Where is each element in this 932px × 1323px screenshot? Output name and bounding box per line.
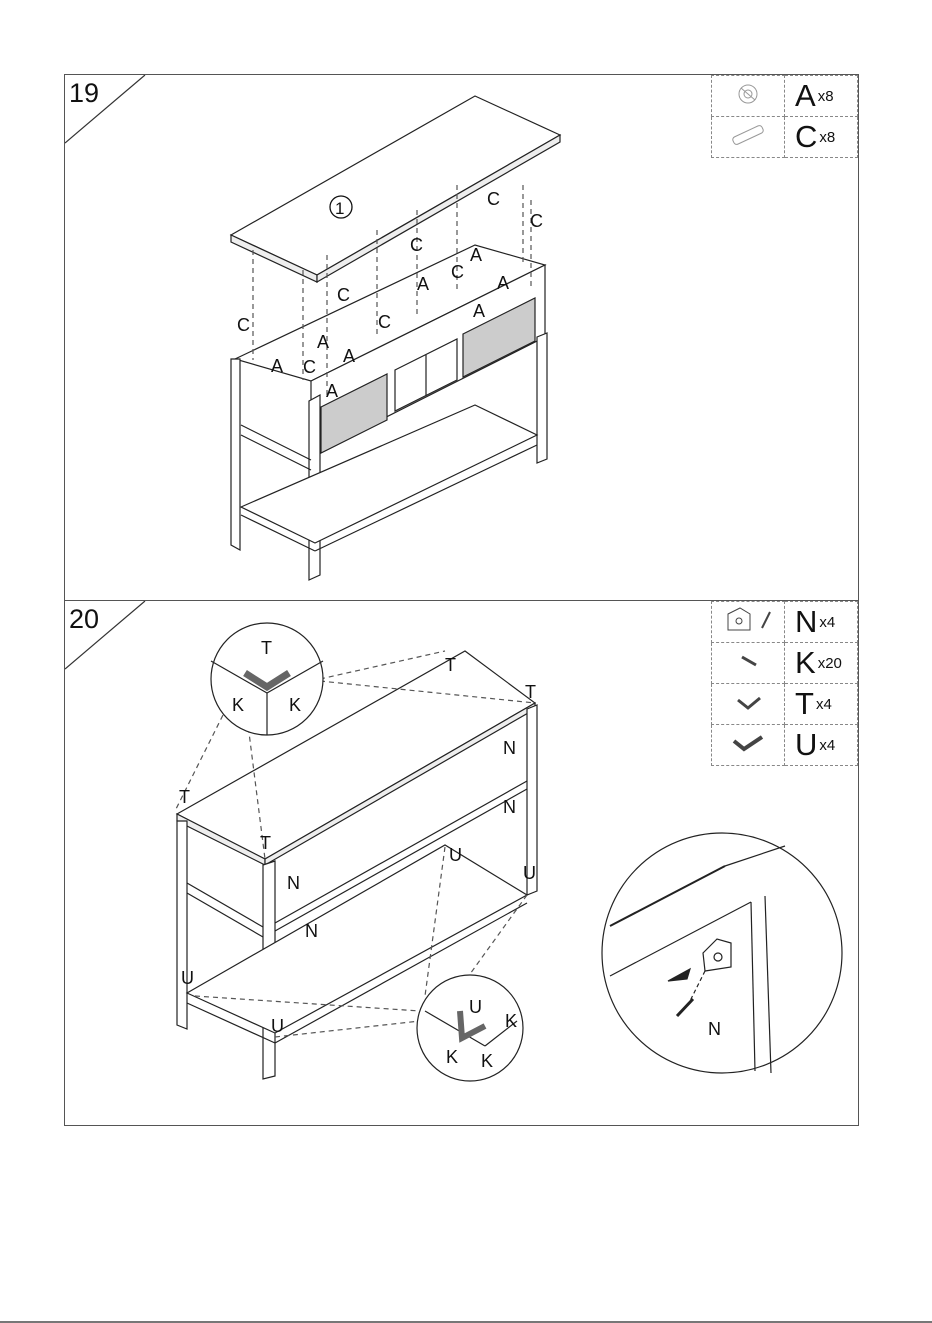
label-c: C [530,211,543,231]
label-k: K [446,1047,458,1067]
label-k: K [232,695,244,715]
label-n: N [708,1019,721,1039]
label-n: N [503,738,516,758]
board-marker: 1 [335,199,344,218]
label-a: A [473,301,485,321]
label-u: U [271,1016,284,1036]
label-t: T [525,682,536,702]
label-u: U [469,997,482,1017]
label-a: A [343,346,355,366]
label-u: U [523,863,536,883]
step-20-diagram: T K K T T T T N N N N U U U U U K K K N [65,601,860,1127]
label-k: K [505,1011,517,1031]
label-c: C [410,235,423,255]
label-a: A [326,381,338,401]
detail-mounting-bracket [602,833,842,1073]
top-board [231,96,560,282]
label-c: C [487,189,500,209]
label-a: A [417,274,429,294]
label-t: T [445,655,456,675]
label-a: A [497,273,509,293]
label-u: U [181,968,194,988]
label-a: A [470,245,482,265]
label-c: C [451,262,464,282]
label-c: C [337,285,350,305]
step-19-diagram: 1 C C C C C C C C A A A A A A A A [65,75,860,602]
label-t: T [179,787,190,807]
cabinet-body [231,245,547,580]
label-c: C [303,357,316,377]
label-k: K [289,695,301,715]
label-u: U [449,845,462,865]
label-c: C [378,312,391,332]
label-n: N [503,797,516,817]
label-c: C [237,315,250,335]
label-a: A [271,356,283,376]
label-t: T [260,833,271,853]
label-t: T [261,638,272,658]
label-n: N [305,921,318,941]
label-a: A [317,332,329,352]
label-n: N [287,873,300,893]
label-k: K [481,1051,493,1071]
